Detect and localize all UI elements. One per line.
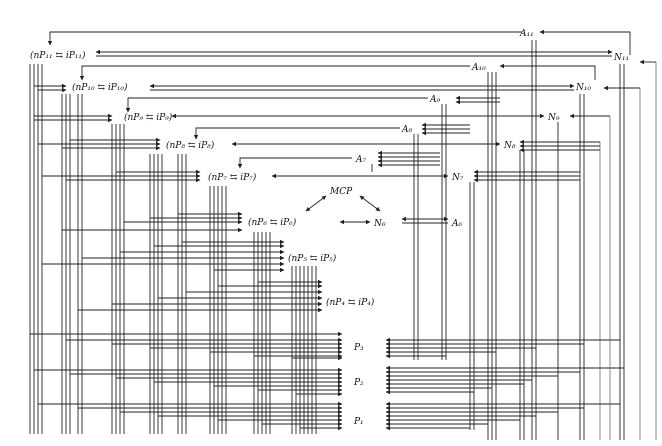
node-p2: P₂ bbox=[353, 378, 364, 388]
node-a10: A₁₀ bbox=[471, 63, 486, 73]
node-a7: A₇ bbox=[355, 155, 366, 165]
node-n6: N₆ bbox=[373, 219, 386, 229]
node-pair-8: (nP₈ ⇆ iP₈) bbox=[166, 140, 215, 151]
node-n7: N₇ bbox=[451, 173, 464, 183]
node-pair-10: (nP₁₀ ⇆ iP₁₀) bbox=[72, 82, 128, 93]
node-a8: A₈ bbox=[401, 125, 412, 135]
node-mcp: MCP bbox=[329, 187, 353, 197]
node-a11: A₁₁ bbox=[519, 29, 534, 39]
node-p3: P₃ bbox=[353, 343, 364, 353]
node-a6: A₆ bbox=[451, 219, 462, 229]
node-pair-7: (nP₇ ⇆ iP₇) bbox=[208, 172, 257, 183]
node-n10: N₁₀ bbox=[575, 83, 591, 93]
node-labels: A₁₁ (nP₁₁ ⇆ iP₁₁) N₁₁ A₁₀ (nP₁₀ ⇆ iP₁₀) … bbox=[30, 29, 629, 427]
node-pair-9: (nP₉ ⇆ iP₉) bbox=[124, 112, 173, 123]
node-pair-4: (nP₄ ⇆ iP₄) bbox=[326, 297, 375, 308]
connector-lines bbox=[29, 29, 657, 440]
node-a9: A₉ bbox=[429, 95, 440, 105]
node-n9: N₉ bbox=[547, 113, 560, 123]
node-pair-6: (nP₆ ⇆ iP₆) bbox=[248, 217, 297, 228]
node-pair-5: (nP₅ ⇆ iP₅) bbox=[288, 253, 337, 264]
node-pair-11: (nP₁₁ ⇆ iP₁₁) bbox=[30, 50, 86, 61]
node-n11: N₁₁ bbox=[613, 53, 629, 63]
node-n8: N₈ bbox=[503, 141, 516, 151]
node-p1: P₁ bbox=[353, 417, 364, 427]
